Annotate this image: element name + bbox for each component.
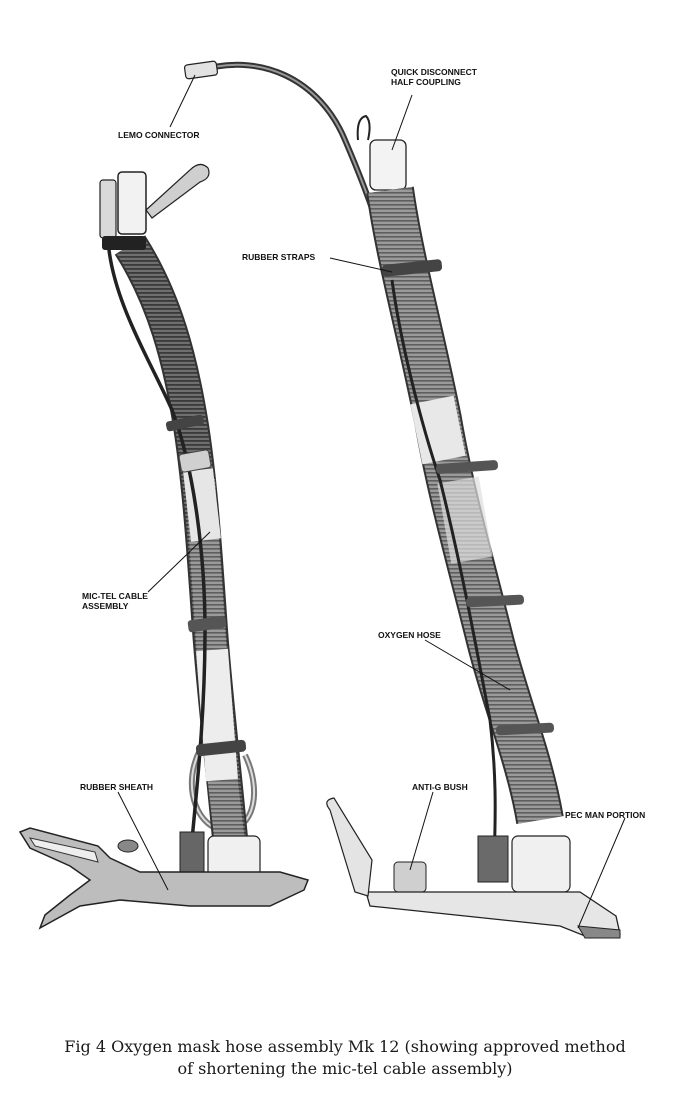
label-rubber-sheath: RUBBER SHEATH [80,782,154,792]
label-quick-disconnect: QUICK DISCONNECT HALF COUPLING [391,67,477,87]
label-pec-man-portion: PEC MAN PORTION [565,810,646,820]
leader-pec-man [577,817,626,929]
left-hose-assembly [18,163,310,930]
label-mic-tel-cable: MIC-TEL CABLE ASSEMBLY [82,591,148,611]
hose-assembly-illustration [18,60,626,939]
caption-line1: Fig 4 Oxygen mask hose assembly Mk 12 (s… [64,1037,626,1056]
label-mic-tel-line1: MIC-TEL CABLE [82,591,148,601]
figure-caption: Fig 4 Oxygen mask hose assembly Mk 12 (s… [0,1036,690,1080]
leader-rubber-sheath [117,791,169,891]
label-quick-disconnect-line1: QUICK DISCONNECT [391,67,477,77]
right-hose-assembly [183,60,621,939]
label-rubber-straps: RUBBER STRAPS [242,252,316,262]
leader-mic-tel [147,531,211,593]
label-oxygen-hose: OXYGEN HOSE [378,630,441,640]
label-anti-g-bush: ANTI-G BUSH [412,782,468,792]
caption-line2: of shortening the mic-tel cable assembly… [177,1059,513,1078]
leader-rubber-straps [329,257,393,273]
leader-anti-g [409,791,434,871]
leader-lemo [169,74,196,128]
label-lemo-connector: LEMO CONNECTOR [118,130,200,140]
leader-lines [117,74,626,929]
label-mic-tel-line2: ASSEMBLY [82,601,129,611]
leader-oxygen-hose [424,639,511,691]
label-quick-disconnect-line2: HALF COUPLING [391,77,461,87]
leader-quick-disconnect [391,94,413,151]
